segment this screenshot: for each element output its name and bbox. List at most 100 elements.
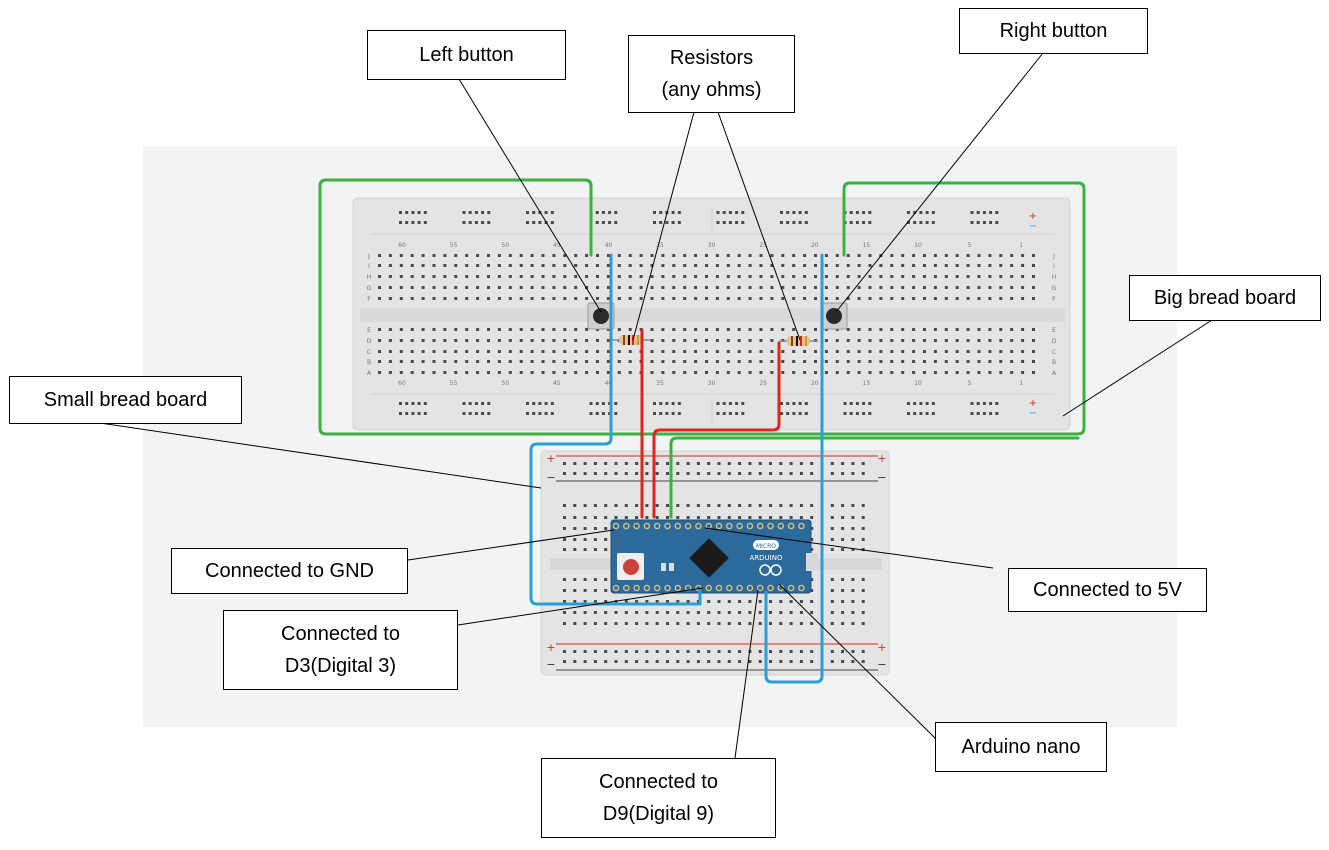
leader-resistor-right xyxy=(717,111,801,341)
row-letter: G xyxy=(1052,285,1057,292)
arduino-header-pins xyxy=(612,522,805,592)
column-number: 60 xyxy=(398,242,406,249)
row-letter: C xyxy=(1052,349,1056,356)
column-number: 40 xyxy=(605,242,613,249)
column-number: 20 xyxy=(811,380,819,387)
leader-small-board xyxy=(99,422,542,489)
column-number: 30 xyxy=(708,242,716,249)
label-right-button: Right button xyxy=(959,8,1148,54)
label-connected-d9: Connected to D9(Digital 9) xyxy=(541,758,776,838)
arduino-board: MICRO ARDUINO xyxy=(610,519,818,594)
column-number: 60 xyxy=(398,380,406,387)
row-letter: E xyxy=(367,327,371,334)
small-rail-minus-right-top: − xyxy=(877,471,886,484)
small-rail-plus-top: + xyxy=(546,452,555,465)
leader-resistor-left xyxy=(632,111,695,341)
left-push-button xyxy=(587,302,615,330)
big-rail-minus-top: − xyxy=(1029,221,1037,232)
row-letter: J xyxy=(367,253,370,260)
row-letter: I xyxy=(368,263,370,270)
column-number: 25 xyxy=(759,380,767,387)
column-number: 10 xyxy=(914,242,922,249)
small-rail-minus-bottom: − xyxy=(546,658,555,671)
row-letter: D xyxy=(367,338,372,345)
arduino-model: MICRO xyxy=(756,543,776,550)
big-rail-plus-top: + xyxy=(1029,211,1037,222)
row-letter: B xyxy=(367,359,371,366)
right-resistor xyxy=(779,336,818,346)
big-breadboard-holes xyxy=(378,211,1035,415)
small-rail-plus-right-top: + xyxy=(877,452,886,465)
arduino-brand: ARDUINO xyxy=(750,554,783,562)
label-connected-d3: Connected to D3(Digital 3) xyxy=(223,610,458,690)
column-number: 45 xyxy=(553,380,561,387)
column-number: 5 xyxy=(968,242,972,249)
bb-top-nums: 60 55 50 45 40 35 30 25 20 15 10 5 1 xyxy=(398,242,1023,249)
leader-left-button xyxy=(458,78,602,313)
arduino-logo xyxy=(759,564,782,576)
label-connected-gnd: Connected to GND xyxy=(171,548,408,594)
column-number: 45 xyxy=(553,242,561,249)
column-number: 20 xyxy=(811,242,819,249)
wires xyxy=(318,178,1086,684)
row-letter: A xyxy=(367,370,372,377)
big-rail-plus-bottom: + xyxy=(1029,398,1037,409)
blue-wire-right-button xyxy=(764,253,824,684)
small-rail-minus-right-bottom: − xyxy=(877,658,886,671)
column-number: 25 xyxy=(759,242,767,249)
green-wire-small-board xyxy=(669,436,1080,519)
leader-right-button xyxy=(835,52,1044,313)
row-letter: H xyxy=(1052,274,1057,281)
green-wire-left-loop xyxy=(318,178,1086,436)
row-letter: A xyxy=(1052,370,1057,377)
green-wire-to-small-board xyxy=(583,178,593,257)
label-resistors: Resistors (any ohms) xyxy=(628,35,795,113)
column-number: 55 xyxy=(450,242,458,249)
label-connected-5v: Connected to 5V xyxy=(1008,568,1207,612)
row-letter: G xyxy=(367,285,372,292)
row-letter: J xyxy=(1052,253,1055,260)
column-number: 1 xyxy=(1019,242,1023,249)
row-letter: E xyxy=(1052,327,1056,334)
row-letter: F xyxy=(1052,296,1056,303)
right-push-button xyxy=(820,302,848,330)
row-letter: F xyxy=(367,296,371,303)
column-number: 1 xyxy=(1019,380,1023,387)
red-wire-right-resistor xyxy=(652,341,781,519)
column-number: 35 xyxy=(656,242,664,249)
column-number: 40 xyxy=(605,380,613,387)
column-number: 55 xyxy=(450,380,458,387)
leader-d9 xyxy=(734,589,759,759)
column-number: 50 xyxy=(501,380,509,387)
arduino-reset-button-cap xyxy=(623,559,639,575)
small-rail-minus-top: − xyxy=(546,471,555,484)
column-number: 50 xyxy=(501,242,509,249)
small-rail-plus-right-bottom: + xyxy=(877,641,886,654)
leader-lines xyxy=(99,52,1213,759)
label-arduino-nano: Arduino nano xyxy=(935,722,1107,772)
leader-gnd xyxy=(407,529,615,561)
leader-arduino xyxy=(778,583,938,741)
label-big-bread-board: Big bread board xyxy=(1129,275,1321,321)
row-letter: I xyxy=(1053,263,1055,270)
label-small-bread-board: Small bread board xyxy=(9,376,242,424)
leader-5v xyxy=(704,527,994,569)
leader-big-board xyxy=(1062,319,1213,417)
big-rail-minus-bottom: − xyxy=(1029,408,1037,419)
row-letter: D xyxy=(1052,338,1057,345)
row-letter: H xyxy=(367,274,372,281)
row-letter: B xyxy=(1052,359,1056,366)
label-left-button: Left button xyxy=(367,30,566,80)
column-number: 15 xyxy=(863,242,871,249)
leader-d3 xyxy=(457,587,704,626)
arduino-chip xyxy=(689,538,729,578)
column-number: 35 xyxy=(656,380,664,387)
column-number: 5 xyxy=(968,380,972,387)
row-letter: C xyxy=(367,349,371,356)
blue-wire-left-button xyxy=(529,253,702,606)
column-number: 10 xyxy=(914,380,922,387)
